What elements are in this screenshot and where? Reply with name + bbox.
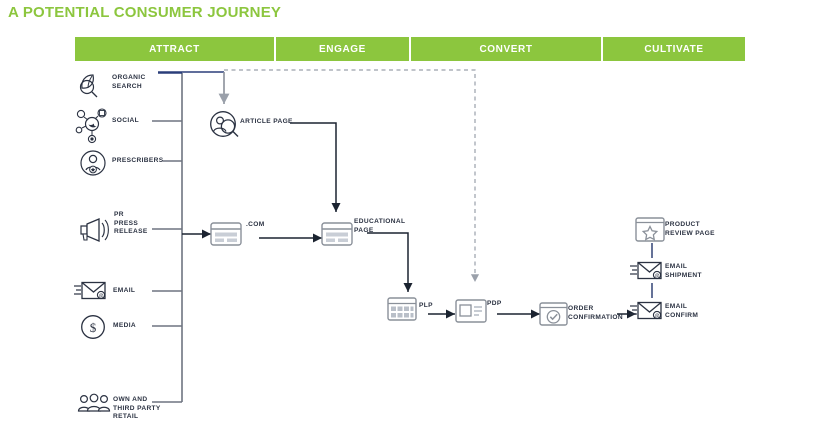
label-dotcom: .COM: [246, 221, 265, 228]
label-email: EMAIL: [113, 287, 136, 294]
megaphone-icon: [80, 218, 109, 242]
prescriber-icon: [80, 150, 106, 176]
dollar-circle-icon: $: [81, 315, 105, 339]
phase-cultivate[interactable]: CULTIVATE: [603, 37, 745, 61]
leaf-search-icon: [79, 74, 98, 98]
label-pdp: PDP: [487, 300, 502, 307]
edge-educational-to-plp: [367, 232, 413, 292]
label-retail: OWN AND THIRD PARTY RETAIL: [113, 396, 161, 421]
label-social: SOCIAL: [112, 117, 140, 124]
label-order-confirmation: ORDER CONFIRMATION: [568, 305, 623, 321]
social-network-icon: [75, 108, 107, 144]
star-window-icon: [635, 217, 665, 242]
label-prescribers: PRESCRIBERS: [112, 157, 164, 164]
label-pr-press: PR PRESS RELEASE: [114, 211, 148, 236]
browser-window-icon-dotcom: [210, 222, 242, 246]
svg-text:$: $: [90, 320, 97, 335]
label-product-review: PRODUCT REVIEW PAGE: [665, 221, 715, 237]
checkmark-window-icon: [539, 302, 568, 326]
email-icon-shipment: [629, 261, 662, 281]
browser-window-icon-educational: [321, 222, 353, 246]
label-article-page: ARTICLE PAGE: [240, 118, 293, 125]
page-title: A POTENTIAL CONSUMER JOURNEY: [8, 4, 282, 21]
phase-header-bar: ATTRACT ENGAGE CONVERT CULTIVATE: [75, 37, 745, 61]
label-plp: PLP: [419, 302, 433, 309]
article-page-icon: [210, 111, 239, 137]
label-organic-search: ORGANIC SEARCH: [112, 74, 146, 90]
edge-dashed-organic-to-pdp: [224, 69, 480, 282]
label-email-shipment: EMAIL SHIPMENT: [665, 263, 702, 279]
phase-attract[interactable]: ATTRACT: [75, 37, 276, 61]
phase-convert[interactable]: CONVERT: [411, 37, 603, 61]
email-icon-confirm: [629, 301, 662, 321]
email-icon: [73, 281, 106, 301]
phase-engage[interactable]: ENGAGE: [276, 37, 411, 61]
label-email-confirm: EMAIL CONFIRM: [665, 303, 699, 319]
label-media: MEDIA: [113, 322, 136, 329]
people-group-icon: [77, 393, 111, 412]
label-educational-page: EDUCATIONAL PAGE: [354, 218, 406, 234]
product-detail-icon: [455, 299, 487, 323]
grid-listing-icon: [387, 297, 417, 321]
edge-article-to-educational: [290, 122, 341, 212]
